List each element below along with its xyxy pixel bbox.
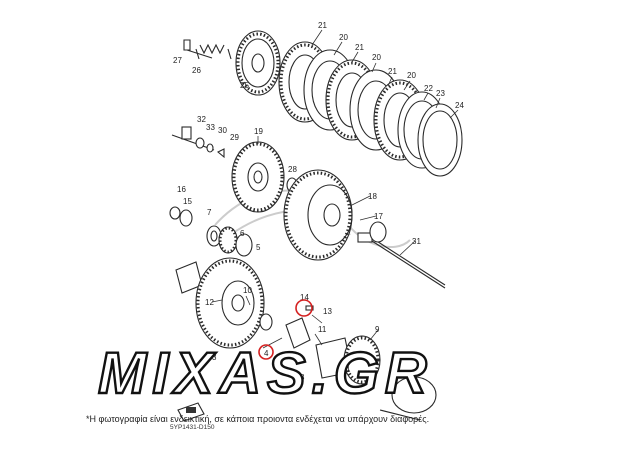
part-label: 29 [230, 133, 239, 142]
part-label: 22 [424, 84, 433, 93]
part-label: 33 [206, 123, 215, 132]
part-label: 1 [346, 365, 351, 374]
part-label: 3 [212, 353, 217, 362]
part-label: 8 [300, 373, 305, 382]
watermark-logo: MIXAS.GR [98, 341, 433, 406]
part-label-highlighted: 14 [300, 293, 309, 302]
part-label: 11 [318, 325, 327, 334]
part-label: 23 [436, 89, 445, 98]
part-label-highlighted: 4 [264, 349, 269, 358]
leader-lines [211, 29, 459, 349]
washer-set [169, 206, 253, 257]
part-label: 32 [197, 115, 206, 124]
part-label: 20 [407, 71, 416, 80]
disclaimer-text: *Η φωτογραφία είναι ενδεικτική, σε κάποι… [86, 414, 430, 424]
clutch-boss-part [283, 169, 353, 261]
push-rod-part [357, 221, 446, 289]
part-label: 30 [218, 126, 227, 135]
bolt-part [183, 39, 232, 60]
part-label: 7 [207, 208, 212, 217]
diagram-code-label: 5YP1431-D150 [170, 424, 215, 431]
highlight-circle-part-14 [295, 299, 313, 317]
part-label: 28 [288, 165, 297, 174]
part-label: 12 [205, 298, 214, 307]
part-label: 5 [256, 243, 261, 252]
pressure-plate-part [235, 30, 281, 96]
part-label: 15 [183, 197, 192, 206]
part-label: 18 [368, 192, 377, 201]
fwd-arrow-icon [177, 402, 205, 422]
part-label: 6 [240, 229, 245, 238]
part-label: 26 [192, 66, 201, 75]
part-label: 24 [455, 101, 464, 110]
part-label: 16 [177, 185, 186, 194]
part-number-labels: 21 20 21 20 21 20 22 23 24 27 26 25 32 3… [173, 21, 464, 382]
part-label: 17 [374, 212, 383, 221]
highlight-circle-part-4 [258, 344, 274, 360]
part-label: 20 [372, 53, 381, 62]
part-label: 13 [323, 307, 332, 316]
part-label: 21 [355, 43, 364, 52]
part-label: 21 [388, 67, 397, 76]
push-lever-part [285, 305, 437, 421]
part-label: 21 [318, 21, 327, 30]
small-hardware-parts [171, 126, 225, 159]
part-label: 9 [375, 325, 380, 334]
part-label: 27 [173, 56, 182, 65]
part-label: 20 [339, 33, 348, 42]
primary-gear-part [231, 141, 285, 213]
part-label: 31 [412, 237, 421, 246]
part-label: 2 [397, 371, 402, 380]
part-label: 25 [240, 81, 249, 90]
part-label: 10 [243, 286, 252, 295]
part-label: 19 [254, 127, 263, 136]
friction-plate-stack [278, 41, 463, 177]
clutch-housing-part [175, 257, 273, 349]
